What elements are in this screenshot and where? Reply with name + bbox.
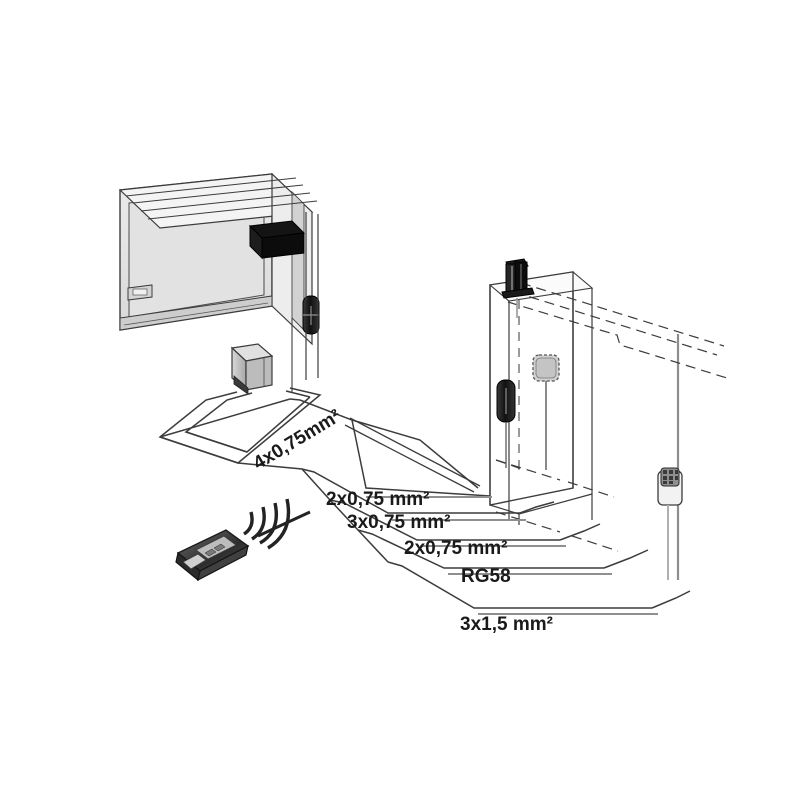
door-operator-motor [230, 343, 274, 395]
perspective-dashed-lines [495, 282, 731, 552]
warning-lamp [501, 258, 535, 318]
photocell-gate-post [496, 379, 516, 468]
panel-rib-line-1 [125, 177, 297, 197]
cable-path-3x15-tail [651, 590, 691, 609]
label-cable-2x075-b: 2x0,75 mm² [404, 538, 508, 559]
label-cable-3x075: 3x0,75 mm² [347, 512, 451, 533]
cable-double-line-lower [349, 417, 481, 487]
cable-path-2x075-b [329, 499, 560, 541]
panel-rib-line-4 [147, 200, 318, 220]
radio-wave-beam [257, 510, 311, 538]
remote-body-front [197, 544, 249, 582]
panel-rib-line-3 [140, 192, 311, 212]
door-panel-body [118, 172, 318, 346]
control-unit-face [535, 357, 557, 379]
motor-front-face [245, 355, 273, 391]
remote-buttons [204, 543, 226, 557]
cable-path-4x075-stub [285, 390, 311, 398]
cable-routing [158, 387, 691, 615]
label-cable-2x075-a: 2x0,75 mm² [326, 489, 430, 510]
door-left-bracket-slot [132, 288, 148, 296]
cable-path-2x075-b-tail [559, 523, 601, 541]
cable-feed-left-join-inner [185, 431, 248, 453]
cable-path-3x075-tail [519, 501, 555, 514]
warning-lamp-base [501, 287, 535, 299]
door-header-black-block-face [261, 232, 305, 259]
cable-path-rg58 [357, 529, 604, 569]
panel-rib-line-2 [132, 184, 304, 204]
door-bottom-rail-line [123, 302, 269, 326]
key-switch-buttons [663, 470, 678, 484]
gate-structure [488, 258, 731, 580]
radio-waves [243, 498, 291, 550]
cable-path-3x15 [387, 561, 652, 609]
photocell-door-jamb [302, 295, 320, 335]
remote-control [175, 498, 311, 582]
cable-path-3x075 [301, 468, 520, 514]
cable-path-rg58-tail [603, 549, 649, 569]
key-switch [657, 467, 683, 580]
remote-button-lower [182, 553, 207, 570]
label-cable-4x075: 4x0,75mm² [250, 406, 345, 475]
cable-feed-left-stack [237, 462, 389, 563]
cable-feed-left-join [159, 436, 239, 464]
door-panel-side-rib [291, 190, 305, 332]
control-unit-box [532, 354, 560, 470]
label-cable-rg58: RG58 [461, 566, 511, 587]
label-cable-3x15: 3x1,5 mm² [460, 614, 553, 635]
cable-double-line-upper [344, 424, 475, 493]
door-bottom-rail [119, 295, 273, 331]
cable-path-2x075-a-diagonal [351, 419, 479, 489]
sectional-door-assembly [118, 172, 320, 395]
cable-feed-left-upper [159, 398, 291, 438]
